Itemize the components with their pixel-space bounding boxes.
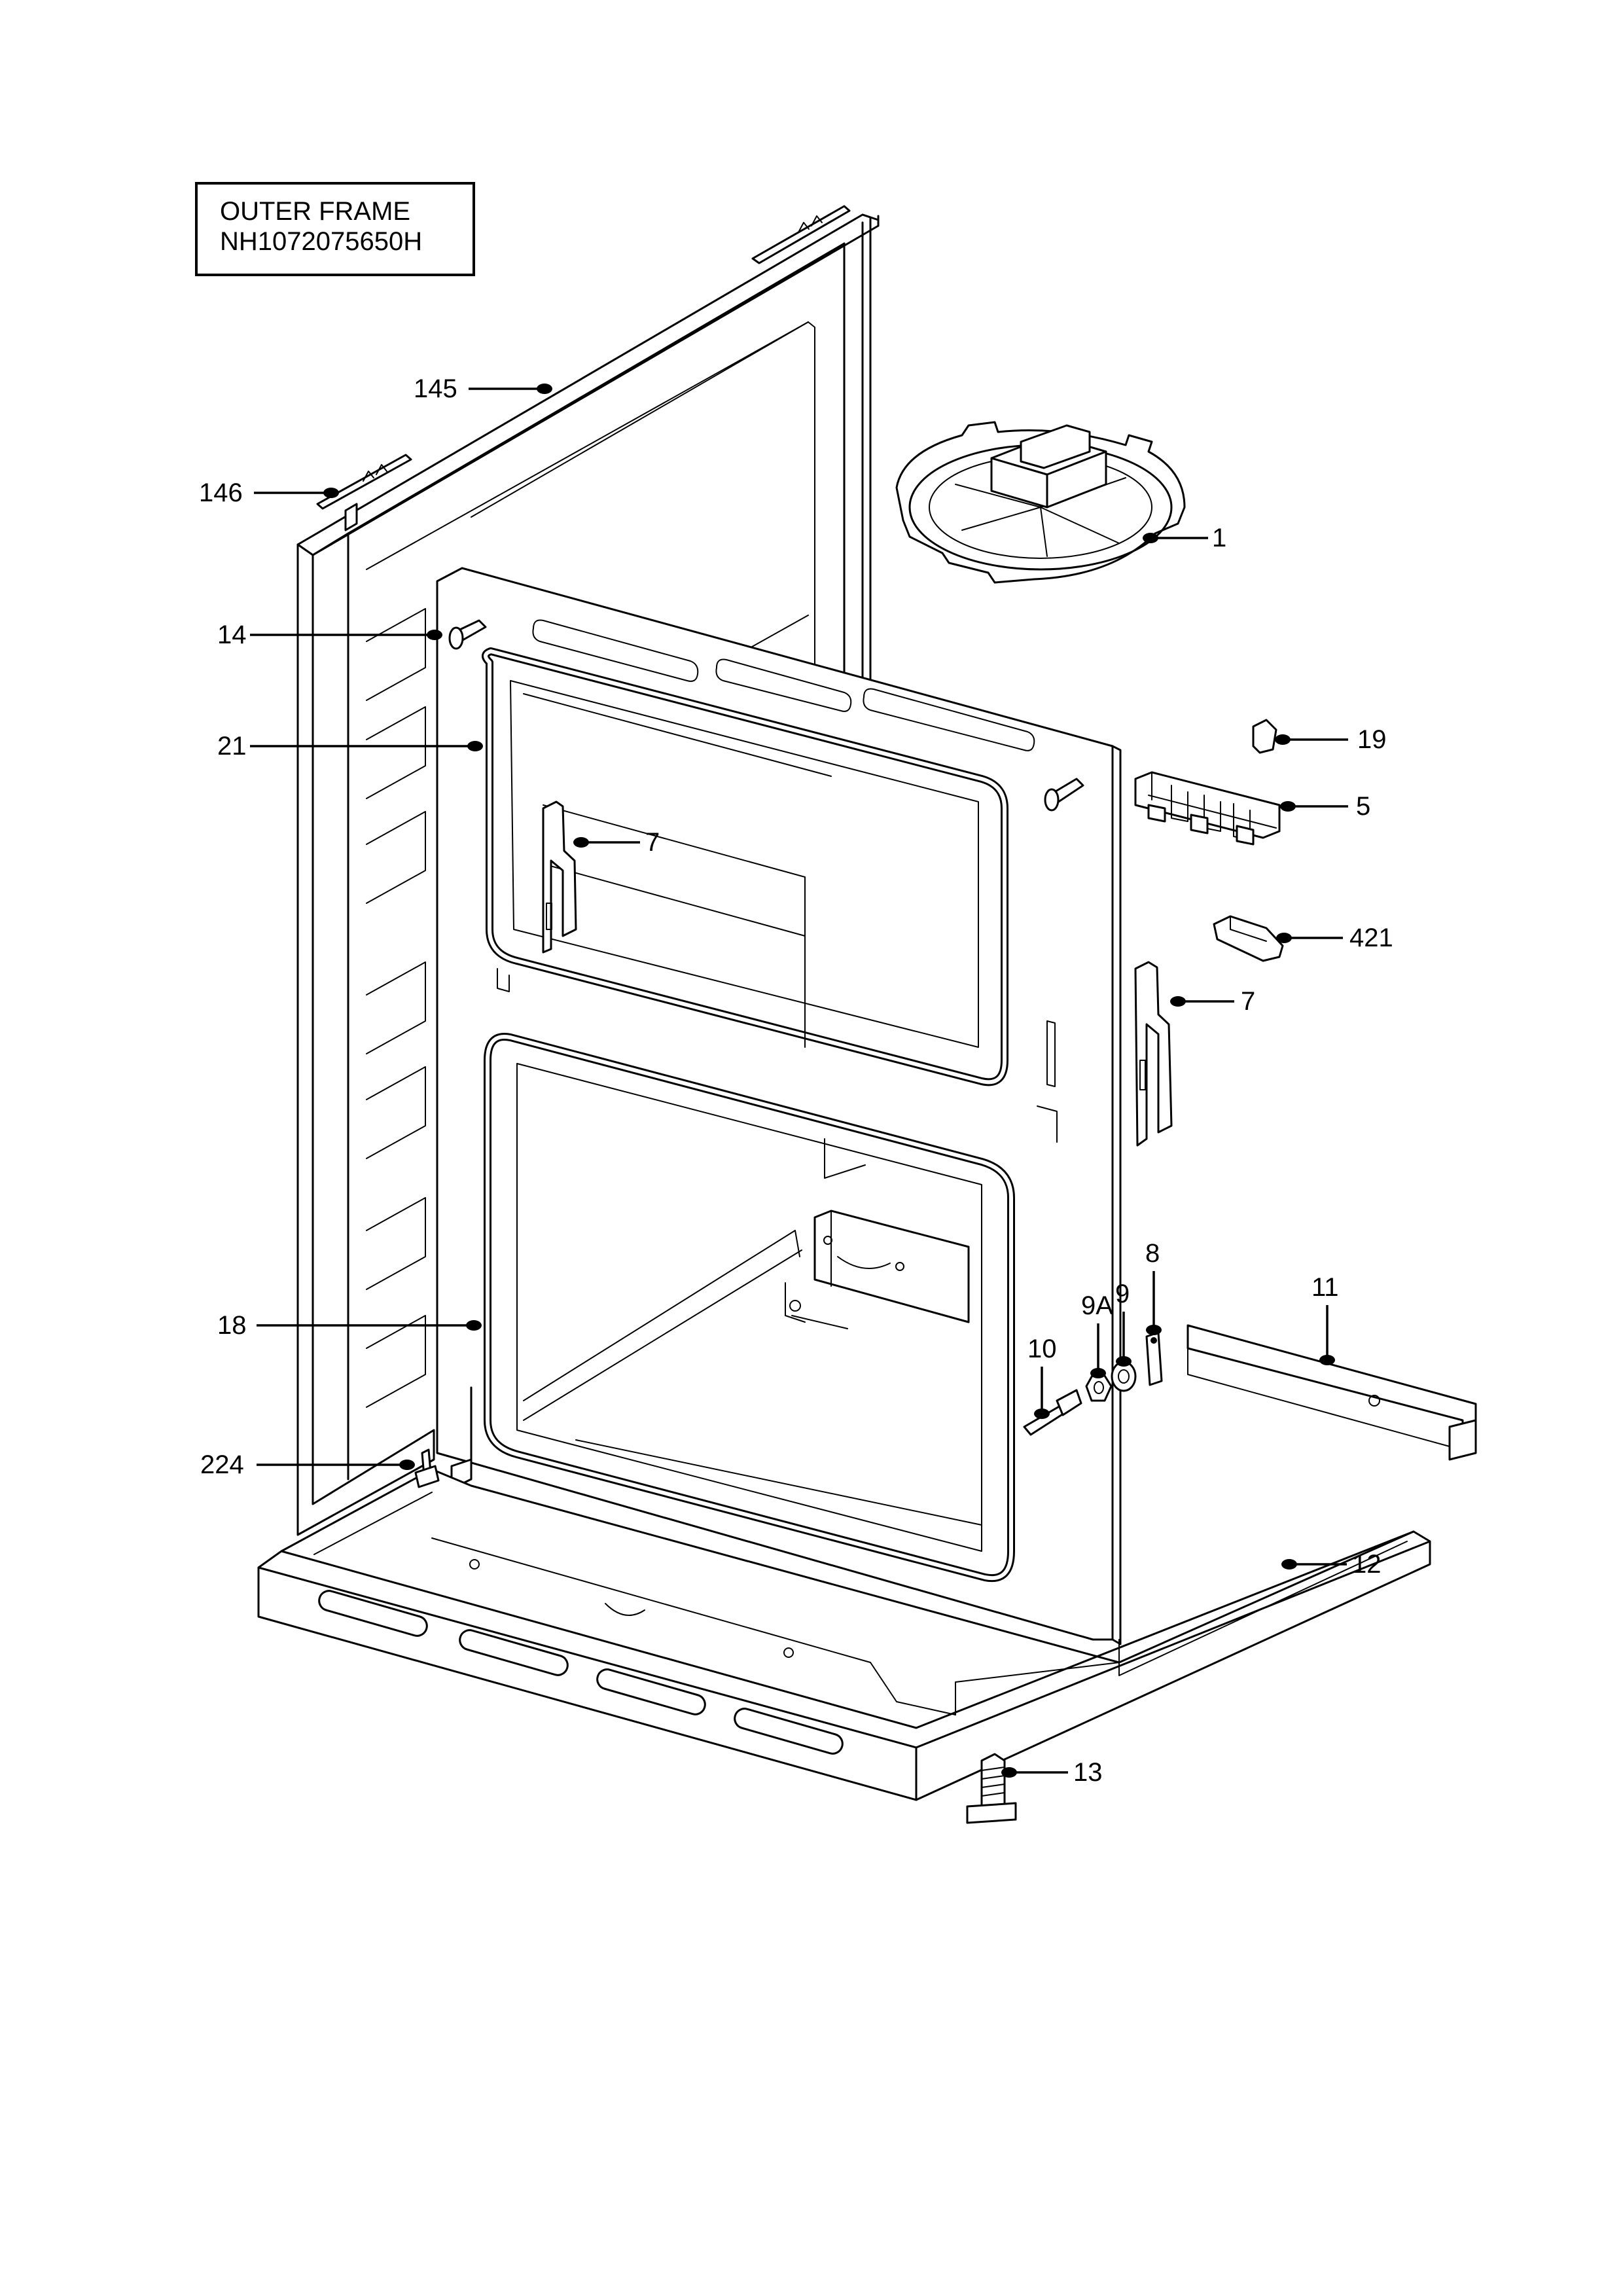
upper-cavity-gasket xyxy=(482,647,1008,1086)
callout-13-label: 13 xyxy=(1073,1758,1103,1787)
callout-7-upper: 7 xyxy=(573,828,660,857)
part-13-foot xyxy=(966,1753,1017,1824)
outer-cabinet-shell xyxy=(296,205,880,1536)
callout-9: 9 xyxy=(1115,1280,1132,1367)
part-9-washer xyxy=(1111,1361,1137,1392)
callout-7-lower: 7 xyxy=(1170,987,1255,1016)
callout-145: 145 xyxy=(414,374,552,403)
callout-421: 421 xyxy=(1276,924,1393,952)
part-14-pin-right xyxy=(1044,778,1084,812)
callout-9A-label: 9A xyxy=(1081,1291,1113,1320)
part-19-clip xyxy=(1252,719,1277,754)
callout-9-label: 9 xyxy=(1115,1280,1130,1308)
callout-18: 18 xyxy=(217,1311,482,1340)
callout-21-label: 21 xyxy=(217,732,247,761)
part-224-hinge xyxy=(414,1448,440,1488)
callout-146-label: 146 xyxy=(199,478,243,507)
title-line-2: NH1072075650H xyxy=(220,227,423,256)
base-frame xyxy=(257,1468,1431,1801)
callout-224-label: 224 xyxy=(200,1450,244,1479)
callout-13: 13 xyxy=(1001,1758,1103,1787)
callout-21: 21 xyxy=(217,732,483,761)
callout-9A: 9A xyxy=(1081,1291,1113,1378)
callout-12-label: 12 xyxy=(1352,1550,1382,1579)
callout-18-label: 18 xyxy=(217,1311,247,1340)
part-5-terminal-block xyxy=(1134,771,1281,846)
callout-14-label: 14 xyxy=(217,620,247,649)
callout-19: 19 xyxy=(1275,725,1387,754)
callout-7-upper-label: 7 xyxy=(645,828,660,857)
callout-12: 12 xyxy=(1281,1550,1382,1579)
callout-5-label: 5 xyxy=(1356,792,1370,821)
callout-11-label: 11 xyxy=(1311,1273,1339,1302)
part-7-bracket-lower xyxy=(1134,961,1173,1147)
callout-145-label: 145 xyxy=(414,374,457,403)
callout-5: 5 xyxy=(1280,792,1370,821)
part-421-lamp xyxy=(1213,915,1284,962)
part-8-strip xyxy=(1145,1331,1163,1386)
lower-cavity-gasket xyxy=(484,1033,1015,1583)
part-10-probe xyxy=(1023,1389,1082,1436)
callout-10: 10 xyxy=(1027,1335,1057,1419)
callout-19-label: 19 xyxy=(1357,725,1387,754)
callout-224: 224 xyxy=(200,1450,415,1479)
side-rail xyxy=(1186,1324,1477,1461)
callout-1-label: 1 xyxy=(1212,524,1226,552)
fan-assembly xyxy=(895,421,1186,584)
part-7-bracket-upper xyxy=(542,800,577,954)
callout-14: 14 xyxy=(217,620,442,649)
callout-146: 146 xyxy=(199,478,339,507)
callout-10-label: 10 xyxy=(1027,1335,1057,1363)
callout-7-lower-label: 7 xyxy=(1241,987,1255,1016)
callout-421-label: 421 xyxy=(1349,924,1393,952)
callout-8-label: 8 xyxy=(1145,1239,1160,1268)
callout-1: 1 xyxy=(1143,524,1226,552)
callout-8: 8 xyxy=(1145,1239,1162,1335)
title-box: OUTER FRAME NH1072075650H xyxy=(195,182,475,276)
part-14-pin xyxy=(448,619,487,650)
title-line-1: OUTER FRAME xyxy=(220,197,411,226)
callout-11: 11 xyxy=(1311,1273,1339,1365)
